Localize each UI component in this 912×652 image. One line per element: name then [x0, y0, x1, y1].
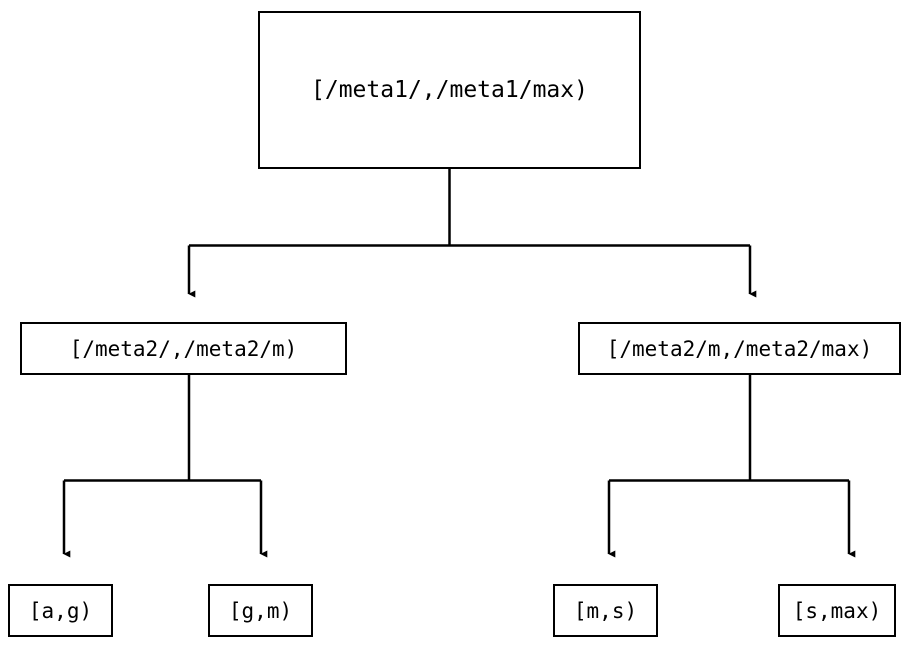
tree-node-mid-right[interactable]: [/meta2/m,/meta2/max): [578, 322, 901, 375]
tree-node-leaf-2[interactable]: [g,m): [208, 584, 313, 637]
tree-node-leaf-4[interactable]: [s,max): [778, 584, 896, 637]
tree-node-mid-left[interactable]: [/meta2/,/meta2/m): [20, 322, 347, 375]
tree-node-leaf-3[interactable]: [m,s): [553, 584, 658, 637]
tree-node-root[interactable]: [/meta1/,/meta1/max): [258, 11, 641, 169]
tree-node-leaf-1[interactable]: [a,g): [8, 584, 113, 637]
